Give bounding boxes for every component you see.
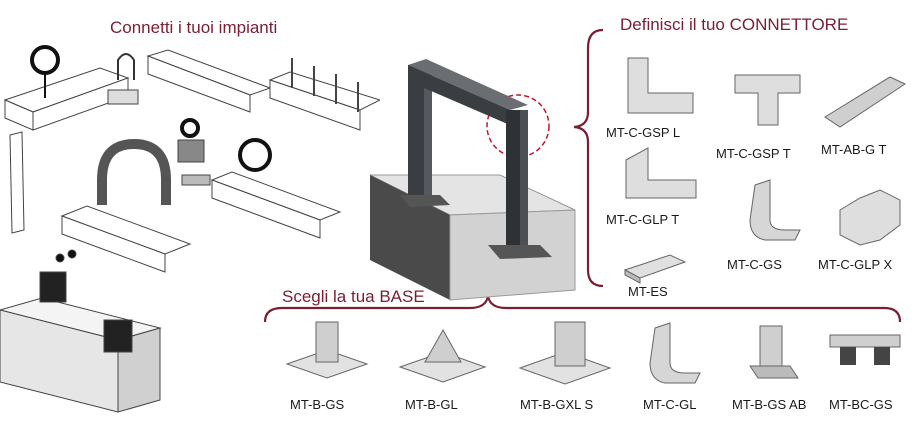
- drawing-mt-c-gl: [649, 322, 701, 384]
- drawing-mt-b-gs: [285, 321, 369, 379]
- label-mt-b-gxl-s: MT-B-GXL S: [520, 397, 594, 412]
- drawing-mt-bc-gs: [829, 334, 901, 365]
- heading-connect: Connetti i tuoi impianti: [110, 18, 278, 37]
- drawing-mt-c-glp-t: [625, 147, 697, 199]
- drawing-mt-b-gs-ab: [749, 325, 799, 379]
- drawing-mt-c-gs: [749, 179, 801, 241]
- label-mt-b-gs: MT-B-GS: [290, 397, 345, 412]
- label-mt-c-glp-x: MT-C-GLP X: [818, 257, 893, 272]
- drawing-mt-c-gsp-l: [627, 57, 694, 114]
- heading-base: Scegli la tua BASE: [282, 287, 425, 306]
- label-mt-c-gl: MT-C-GL: [643, 397, 697, 412]
- label-mt-c-gsp-t: MT-C-GSP T: [716, 146, 791, 161]
- drawing-mt-c-glp-x: [839, 189, 901, 246]
- label-mt-c-gs: MT-C-GS: [727, 257, 782, 272]
- label-mt-es: MT-ES: [628, 284, 668, 299]
- heading-connector: Definisci il tuo CONNETTORE: [620, 15, 849, 34]
- drawing-mt-es: [623, 254, 687, 284]
- connector-bracket: [573, 28, 604, 288]
- label-mt-bc-gs: MT-BC-GS: [829, 397, 893, 412]
- frame-structure: [369, 59, 576, 301]
- label-mt-b-gs-ab: MT-B-GS AB: [732, 397, 807, 412]
- drawing-mt-b-gxl-s: [518, 321, 612, 385]
- label-mt-b-gl: MT-B-GL: [405, 397, 458, 412]
- drawing-mt-ab-g-t: [824, 76, 907, 128]
- label-mt-ab-g-t: MT-AB-G T: [821, 142, 887, 157]
- drawing-mt-b-gl: [398, 328, 487, 383]
- drawing-mt-c-gsp-t: [734, 74, 801, 126]
- installations-illustration: [0, 45, 380, 413]
- label-mt-c-gsp-l: MT-C-GSP L: [606, 125, 681, 140]
- label-mt-c-glp-t: MT-C-GLP T: [606, 212, 680, 227]
